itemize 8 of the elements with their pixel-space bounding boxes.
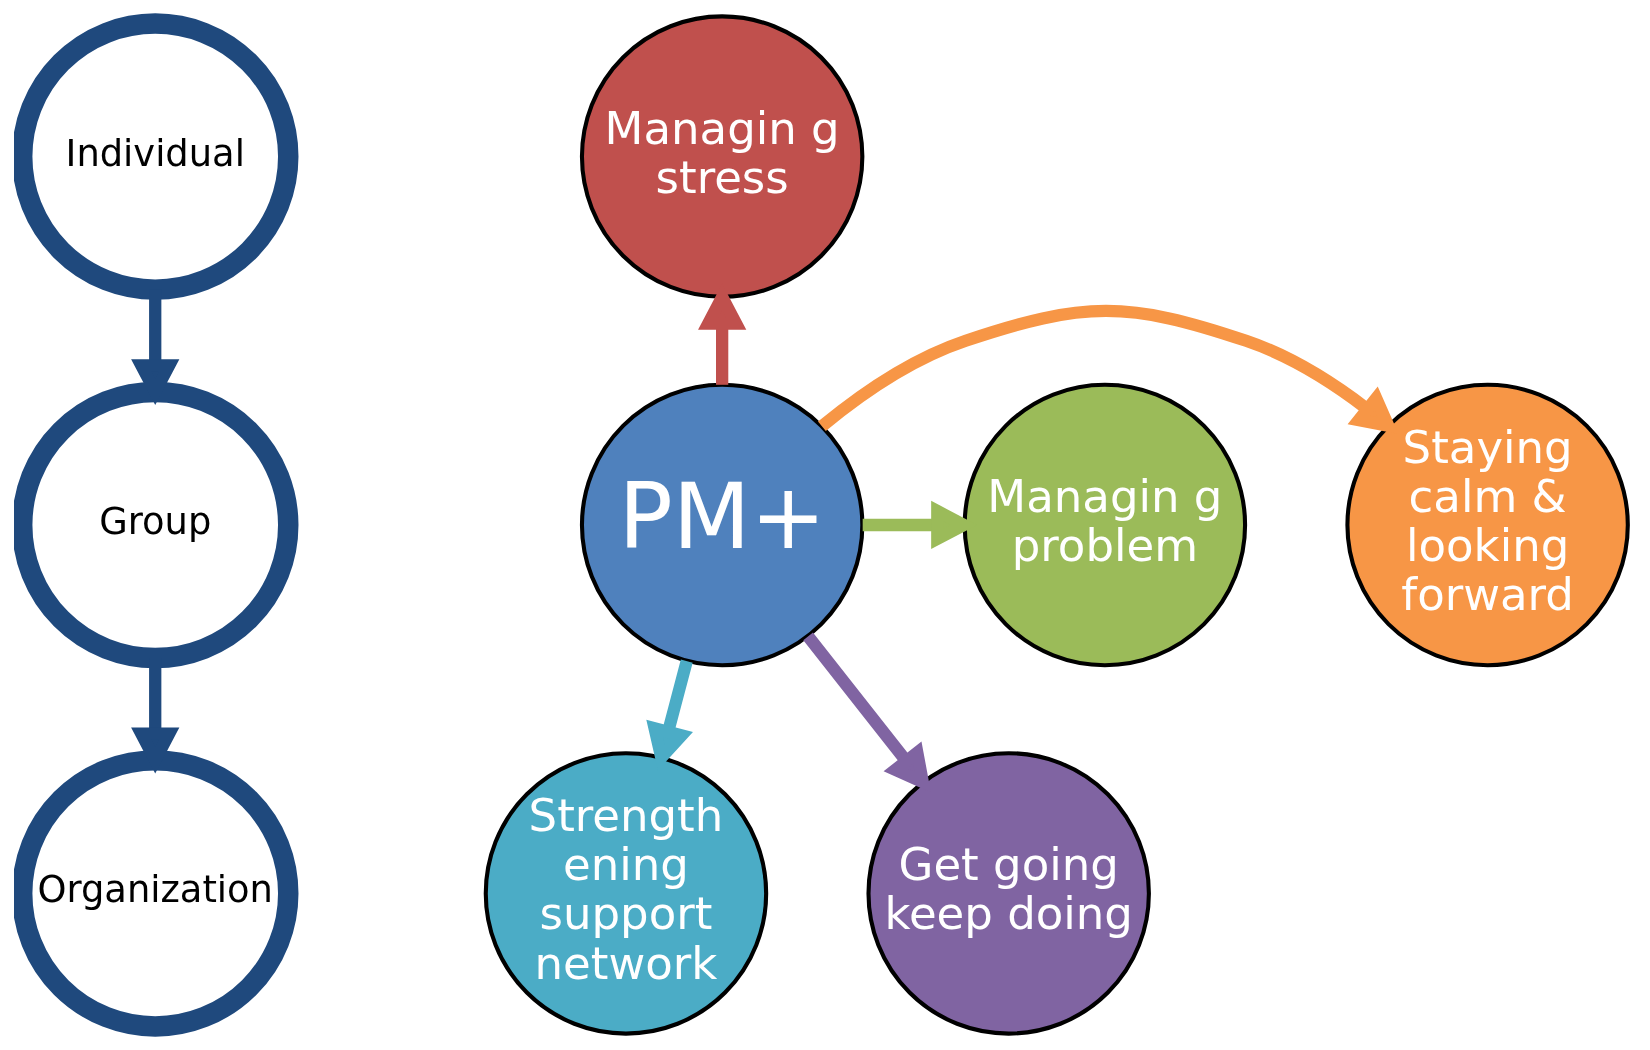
node-circle: Group [14, 381, 299, 669]
node-circle: Managin g stress [579, 14, 865, 299]
node-circle: Individual [14, 13, 299, 300]
node-circle: Managin g problem [962, 382, 1248, 668]
node-circle: Organization [14, 750, 299, 1037]
node-circle: Get going keep doing [866, 751, 1151, 1036]
node-circle: PM+ [579, 382, 865, 668]
node-circle: Strength ening support network [483, 751, 769, 1036]
